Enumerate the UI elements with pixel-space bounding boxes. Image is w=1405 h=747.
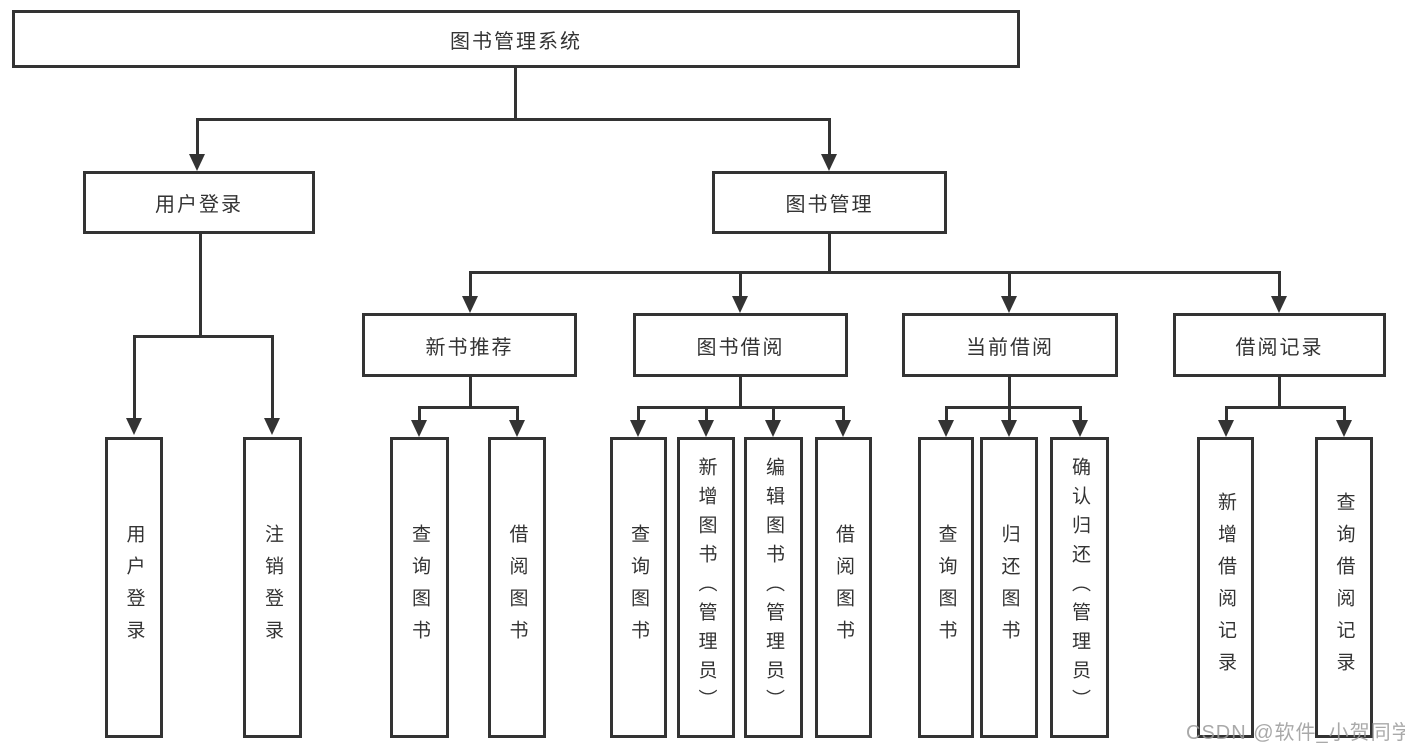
node-library-system: 图书管理系统 bbox=[12, 10, 1020, 68]
watermark: CSDN @软件_小贺同学 bbox=[1186, 722, 1405, 744]
node-label: 借阅图书 bbox=[833, 523, 854, 652]
connector-drop-line bbox=[637, 406, 640, 421]
node-book-management: 图书管理 bbox=[712, 171, 947, 234]
node-label: 归还图书 bbox=[998, 523, 1020, 652]
node-label: 图书管理 bbox=[785, 194, 874, 216]
node-label: 新书推荐 bbox=[425, 336, 514, 359]
connector-drop-line bbox=[945, 406, 948, 421]
arrow-head bbox=[765, 420, 781, 437]
connector-drop-line bbox=[469, 271, 472, 297]
leaf-query-books-recommend: 查询图书 bbox=[390, 437, 449, 738]
connector-bus-line bbox=[196, 118, 830, 121]
leaf-borrow-books-recommend: 借阅图书 bbox=[488, 437, 546, 738]
arrow-head bbox=[1001, 420, 1017, 437]
node-label: 注销登录 bbox=[262, 523, 283, 652]
connector-bus-line bbox=[637, 406, 844, 409]
connector-drop-line bbox=[418, 406, 421, 421]
arrow-head bbox=[1218, 420, 1234, 437]
node-label: 查询借阅记录 bbox=[1333, 491, 1355, 684]
node-label: 查询图书 bbox=[628, 523, 649, 652]
node-label: 图书管理系统 bbox=[450, 30, 582, 53]
connector-bus-line bbox=[469, 271, 1280, 274]
node-label: 新增借阅记录 bbox=[1215, 491, 1236, 684]
leaf-query-borrowing-record: 查询借阅记录 bbox=[1315, 437, 1373, 738]
arrow-head bbox=[821, 154, 837, 171]
leaf-borrow-books-borrowing: 借阅图书 bbox=[815, 437, 872, 738]
node-user-login: 用户登录 bbox=[83, 171, 315, 234]
arrow-head bbox=[264, 418, 280, 435]
connector-drop-line bbox=[739, 271, 742, 297]
connector-drop-line bbox=[1225, 406, 1228, 421]
connector-drop-line bbox=[1278, 271, 1281, 297]
connector-trunk-line bbox=[828, 234, 831, 274]
arrow-head bbox=[698, 420, 714, 437]
node-book-borrowing: 图书借阅 bbox=[633, 313, 848, 377]
node-borrowing-records: 借阅记录 bbox=[1173, 313, 1386, 377]
connector-drop-line bbox=[842, 406, 845, 421]
connector-bus-line bbox=[133, 335, 273, 338]
leaf-user-login: 用户登录 bbox=[105, 437, 163, 738]
node-label: 查询图书 bbox=[935, 523, 957, 652]
arrow-head bbox=[1271, 296, 1287, 313]
node-label: 借阅图书 bbox=[506, 523, 528, 652]
node-label: 编辑图书（管理员） bbox=[763, 457, 784, 718]
connector-drop-line bbox=[772, 406, 775, 421]
node-label: 新增图书（管理员） bbox=[695, 457, 717, 718]
node-label: 图书借阅 bbox=[696, 336, 785, 359]
leaf-add-borrowing-record: 新增借阅记录 bbox=[1197, 437, 1254, 738]
connector-bus-line bbox=[945, 406, 1081, 409]
connector-drop-line bbox=[1079, 406, 1082, 421]
connector-trunk-line bbox=[199, 234, 202, 338]
arrow-head bbox=[1336, 420, 1352, 437]
node-label: 用户登录 bbox=[155, 194, 243, 216]
arrow-head bbox=[630, 420, 646, 437]
node-label: 确认归还（管理员） bbox=[1069, 457, 1090, 718]
arrow-head bbox=[732, 296, 748, 313]
arrow-head bbox=[1072, 420, 1088, 437]
connector-trunk-line bbox=[514, 68, 517, 121]
node-label: 借阅记录 bbox=[1235, 336, 1324, 359]
connector-drop-line bbox=[828, 118, 831, 155]
node-label: 用户登录 bbox=[123, 523, 145, 652]
arrow-head bbox=[462, 296, 478, 313]
leaf-query-books-current: 查询图书 bbox=[918, 437, 974, 738]
node-new-book-recommendation: 新书推荐 bbox=[362, 313, 577, 377]
connector-trunk-line bbox=[469, 377, 472, 409]
node-label: 查询图书 bbox=[409, 523, 430, 652]
connector-trunk-line bbox=[1008, 377, 1011, 409]
leaf-add-book-admin: 新增图书（管理员） bbox=[677, 437, 735, 738]
arrow-head bbox=[126, 418, 142, 435]
connector-drop-line bbox=[1343, 406, 1346, 421]
node-label: 当前借阅 bbox=[966, 336, 1054, 359]
connector-drop-line bbox=[133, 335, 136, 419]
leaf-confirm-return-admin: 确认归还（管理员） bbox=[1050, 437, 1109, 738]
arrow-head bbox=[189, 154, 205, 171]
leaf-edit-book-admin: 编辑图书（管理员） bbox=[744, 437, 803, 738]
arrow-head bbox=[509, 420, 525, 437]
arrow-head bbox=[411, 420, 427, 437]
connector-trunk-line bbox=[1278, 377, 1281, 409]
leaf-query-books-borrowing: 查询图书 bbox=[610, 437, 667, 738]
node-current-borrowing: 当前借阅 bbox=[902, 313, 1118, 377]
connector-drop-line bbox=[196, 118, 199, 155]
connector-drop-line bbox=[516, 406, 519, 421]
arrow-head bbox=[835, 420, 851, 437]
leaf-return-books: 归还图书 bbox=[980, 437, 1038, 738]
arrow-head bbox=[938, 420, 954, 437]
connector-drop-line bbox=[271, 335, 274, 419]
connector-drop-line bbox=[1008, 271, 1011, 297]
arrow-head bbox=[1001, 296, 1017, 313]
leaf-logout: 注销登录 bbox=[243, 437, 302, 738]
connector-bus-line bbox=[418, 406, 518, 409]
connector-bus-line bbox=[1225, 406, 1345, 409]
connector-drop-line bbox=[1008, 406, 1011, 421]
connector-drop-line bbox=[705, 406, 708, 421]
connector-trunk-line bbox=[739, 377, 742, 409]
